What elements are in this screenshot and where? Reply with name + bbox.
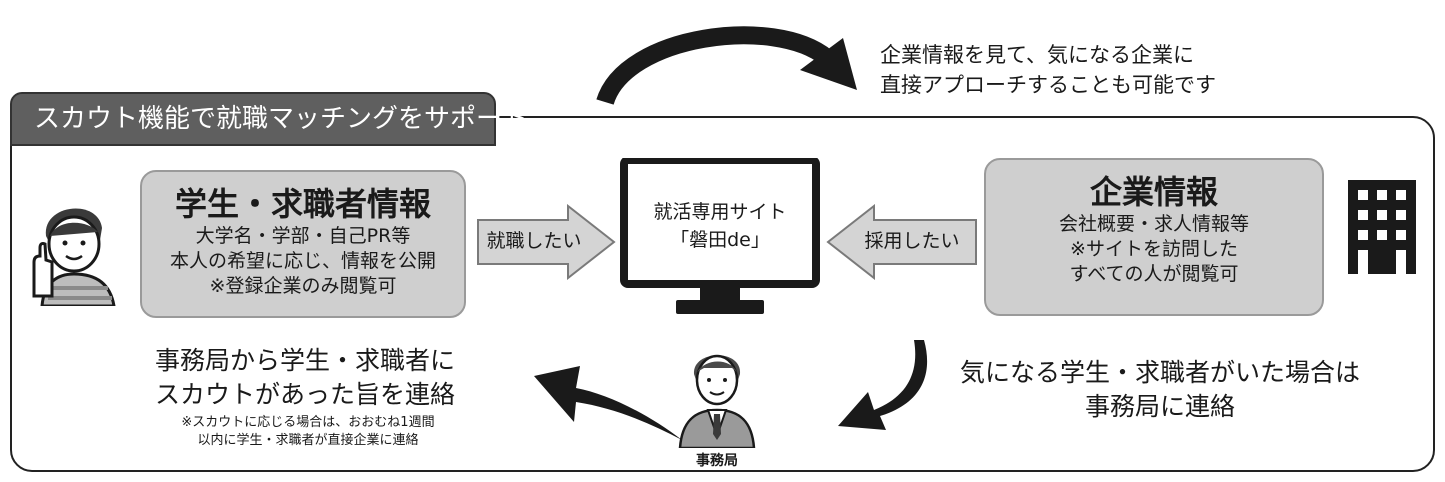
office-building-icon — [1348, 180, 1416, 274]
company-info-line3: すべての人が閲覧可 — [1069, 263, 1239, 285]
monitor-text: 就活専用サイト 「磐田de」 — [630, 198, 810, 254]
bottom-left-line2: スカウトがあった旨を連絡 — [154, 380, 455, 409]
top-note-line2: 直接アプローチすることも可能です — [880, 73, 1216, 97]
bottom-right-curved-arrow-icon — [838, 340, 928, 430]
monitor-line1: 就活専用サイト — [653, 201, 787, 223]
student-info-line2: 本人の希望に応じ、情報を公開 — [169, 250, 436, 272]
company-info-box: 企業情報 会社概要・求人情報等 ※サイトを訪問した すべての人が閲覧可 — [984, 158, 1324, 316]
bottom-right-line2: 事務局に連絡 — [1084, 392, 1235, 421]
student-info-box: 学生・求職者情報 大学名・学部・自己PR等 本人の希望に応じ、情報を公開 ※登録… — [140, 170, 466, 318]
bottom-left-curved-arrow-icon — [534, 366, 682, 440]
job-seeking-label: 就職したい — [486, 230, 582, 252]
student-info-line3: ※登録企業のみ閲覧可 — [209, 275, 397, 297]
student-info-title: 学生・求職者情報 — [174, 185, 431, 223]
company-info-title: 企業情報 — [1089, 173, 1218, 211]
company-info-line2: ※サイトを訪問した — [1070, 238, 1238, 260]
recruit-arrow — [826, 204, 977, 280]
bottom-left-note1: ※スカウトに応じる場合は、おおむね1週間 — [181, 415, 435, 430]
job-seeking-arrow — [477, 204, 616, 280]
monitor-line2: 「磐田de」 — [670, 229, 770, 251]
student-info-line1: 大学名・学部・自己PR等 — [195, 225, 411, 247]
top-curved-arrow-icon — [596, 26, 857, 105]
panel-title: スカウト機能で就職マッチングをサポート — [10, 92, 528, 146]
top-note-line1: 企業情報を見て、気になる企業に — [880, 43, 1194, 67]
office-label: 事務局 — [696, 453, 738, 469]
office-staff-icon — [678, 354, 756, 448]
bottom-right-line1: 気になる学生・求職者がいた場合は — [960, 358, 1361, 387]
bottom-left-line1: 事務局から学生・求職者に — [154, 346, 455, 375]
bottom-left-message: 事務局から学生・求職者に スカウトがあった旨を連絡 — [150, 344, 460, 412]
student-icon — [32, 208, 116, 306]
top-note: 企業情報を見て、気になる企業に 直接アプローチすることも可能です — [880, 40, 1216, 100]
bottom-left-note2: 以内に学生・求職者が直接企業に連絡 — [197, 433, 419, 448]
bottom-right-message: 気になる学生・求職者がいた場合は 事務局に連絡 — [960, 356, 1360, 424]
company-info-line1: 会社概要・求人情報等 — [1058, 213, 1249, 235]
bottom-left-note: ※スカウトに応じる場合は、おおむね1週間 以内に学生・求職者が直接企業に連絡 — [160, 414, 456, 450]
recruit-label: 採用したい — [864, 230, 960, 252]
computer-monitor-icon — [620, 158, 820, 314]
